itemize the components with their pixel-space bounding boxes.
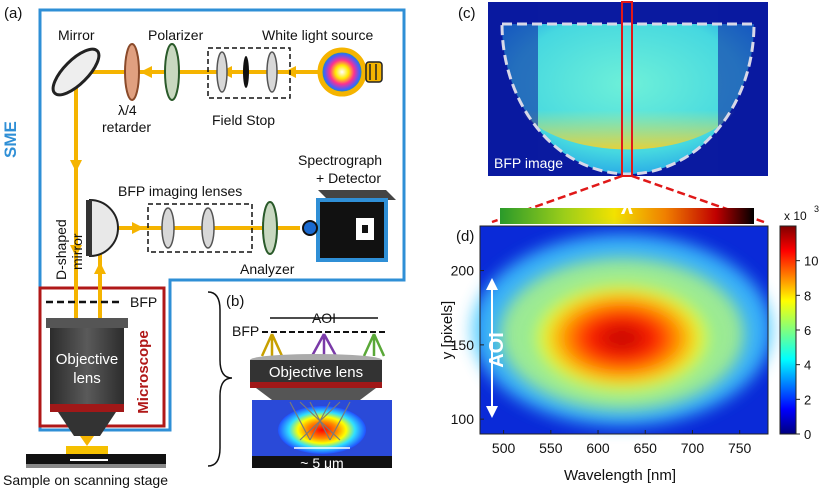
bfp-image-caption: BFP image bbox=[494, 155, 563, 171]
brace bbox=[207, 291, 233, 467]
sme-frame bbox=[38, 8, 406, 432]
colorbar-tick-label: 6 bbox=[804, 323, 811, 338]
mirror bbox=[51, 47, 101, 97]
bfp-image bbox=[488, 1, 768, 177]
heatmap-axes: 500 550 600 650 700 750 100 150 200 bbox=[451, 263, 752, 456]
panel-c-label: (c) bbox=[458, 5, 476, 22]
objective-lens bbox=[46, 318, 128, 446]
field-stop-box bbox=[207, 47, 291, 99]
colorbar-tick-label: 4 bbox=[804, 358, 811, 373]
panel-b-label: (b) bbox=[226, 293, 244, 310]
aoi-label-d: AOI bbox=[486, 332, 508, 368]
x-axis-label: Wavelength [nm] bbox=[564, 467, 676, 484]
mirror-label: Mirror bbox=[58, 27, 95, 43]
spectrograph-label-1: Spectrograph bbox=[298, 152, 382, 168]
scanning-stage bbox=[26, 440, 166, 468]
colorbar-scale: x 10 bbox=[784, 209, 807, 223]
aoi-arrow-d bbox=[486, 278, 498, 418]
x-tick-label: 650 bbox=[634, 440, 658, 456]
x-tick-label: 600 bbox=[586, 440, 610, 456]
analyzer bbox=[262, 201, 278, 255]
spot-size-label: ~ 5 μm bbox=[300, 455, 343, 471]
light-source-label: White light source bbox=[262, 27, 373, 43]
colorbar-tick-label: 2 bbox=[804, 392, 811, 407]
bfp-lenses-box bbox=[147, 203, 253, 253]
sample-label: Sample on scanning stage bbox=[3, 472, 168, 488]
x-tick-label: 550 bbox=[539, 440, 563, 456]
colorbar-tick-label: 10 bbox=[804, 254, 818, 269]
objective-lens-b bbox=[250, 354, 382, 400]
polarizer-label: Polarizer bbox=[148, 27, 204, 43]
x-tick-label: 500 bbox=[492, 440, 516, 456]
field-stop-lenses bbox=[216, 51, 278, 93]
retarder-label-2: retarder bbox=[102, 119, 151, 135]
y-tick-label: 200 bbox=[451, 263, 475, 279]
y-tick-label: 100 bbox=[451, 411, 475, 427]
colorbar-tick-label: 0 bbox=[804, 427, 811, 442]
bfp-label: BFP bbox=[130, 294, 157, 310]
bfp-label-b: BFP bbox=[232, 323, 259, 339]
light-beam bbox=[74, 70, 320, 330]
sample-spot bbox=[252, 400, 392, 468]
x-tick-label: 700 bbox=[681, 440, 705, 456]
polarizer bbox=[164, 43, 180, 101]
analyzer-label: Analyzer bbox=[240, 261, 295, 277]
colorbar bbox=[779, 225, 797, 435]
lambda-label: λ bbox=[621, 194, 633, 219]
panel-a-label: (a) bbox=[4, 5, 22, 22]
spectrograph-detector bbox=[302, 190, 396, 262]
objective-label-b: Objective lens bbox=[269, 364, 363, 381]
sme-label: SME bbox=[1, 121, 20, 158]
y-tick-label: 150 bbox=[451, 337, 475, 353]
retarder-label-1: λ/4 bbox=[118, 102, 137, 118]
objective-label-1: Objective bbox=[56, 351, 119, 368]
y-axis-label: y [pixels] bbox=[439, 301, 456, 359]
colorbar-ticks: 0 2 4 6 8 10 bbox=[796, 254, 818, 442]
d-mirror-label-2: mirror bbox=[69, 233, 85, 270]
light-source-bulb bbox=[317, 47, 383, 97]
heatmap-plot bbox=[472, 225, 772, 435]
d-mirror-label-1: D-shaped bbox=[53, 219, 69, 280]
spectrograph-label-2: + Detector bbox=[316, 170, 381, 186]
field-stop-label: Field Stop bbox=[212, 112, 275, 128]
bfp-imaging-lenses bbox=[161, 207, 215, 249]
ray-fans bbox=[260, 333, 386, 357]
retarder bbox=[124, 43, 140, 101]
bfp-lenses-label: BFP imaging lenses bbox=[118, 183, 242, 199]
spectrum-wedge bbox=[491, 174, 765, 224]
objective-label-2: lens bbox=[73, 370, 101, 387]
colorbar-exponent: 3 bbox=[814, 204, 819, 214]
d-shaped-mirror bbox=[86, 198, 119, 258]
aoi-label-b: AOI bbox=[312, 310, 336, 326]
x-tick-label: 750 bbox=[728, 440, 752, 456]
panel-d-label: (d) bbox=[456, 228, 474, 245]
microscope-label: Microscope bbox=[135, 330, 152, 413]
colorbar-tick-label: 8 bbox=[804, 288, 811, 303]
